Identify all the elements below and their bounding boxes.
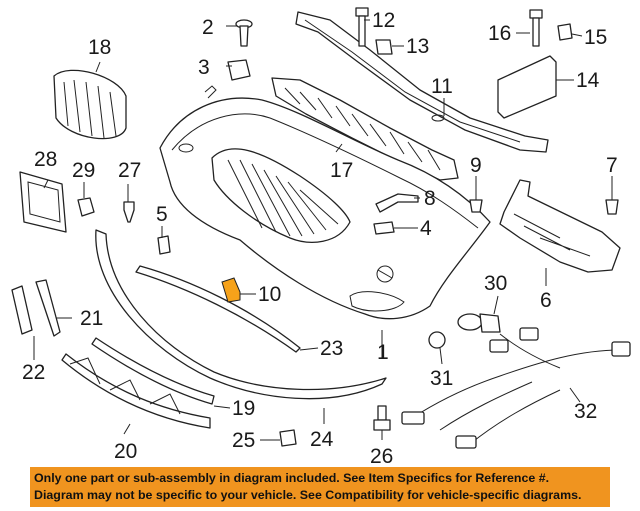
bracket-14: [497, 55, 557, 119]
clip-29: [77, 197, 95, 217]
bolt-16: [529, 9, 543, 47]
callout-19: 19: [232, 397, 255, 420]
reflector-21: [35, 279, 61, 337]
wiring-harness: [401, 327, 631, 449]
callout-12: 12: [372, 9, 395, 32]
callout-22: 22: [22, 361, 45, 384]
callout-3: 3: [198, 56, 210, 79]
nut-13: [375, 39, 393, 55]
leader-lines: [33, 19, 613, 441]
callout-21: 21: [80, 307, 103, 330]
callout-30: 30: [484, 272, 507, 295]
callout-9: 9: [470, 154, 482, 177]
callout-23: 23: [320, 337, 343, 360]
clip-10-highlighted: [221, 277, 241, 303]
park-sensor-30: [457, 313, 501, 333]
callout-32: 32: [574, 400, 597, 423]
nut-3: [227, 59, 251, 81]
callout-29: 29: [72, 159, 95, 182]
energy-absorber: [271, 77, 459, 181]
callout-18: 18: [88, 36, 111, 59]
park-sensor-31: [428, 331, 446, 349]
bracket-8: [375, 193, 419, 213]
push-pin-27: [123, 201, 135, 223]
callout-4: 4: [420, 217, 432, 240]
callout-25: 25: [232, 429, 255, 452]
kidney-grille: [53, 69, 127, 140]
bumper-exploded-view: 1 2 3 4 5 6 7 8 9 10 11 12 13 14 15 16 1…: [11, 7, 631, 468]
bracket-22: [11, 285, 33, 335]
callout-31: 31: [430, 367, 453, 390]
callout-13: 13: [406, 35, 429, 58]
callout-14: 14: [576, 69, 600, 92]
clip-15: [557, 23, 573, 41]
lower-valance: [95, 229, 387, 400]
callout-1: 1: [377, 341, 389, 364]
callout-24: 24: [310, 428, 334, 451]
bolt-9: [469, 199, 483, 213]
callout-28: 28: [34, 148, 57, 171]
bolt-7: [605, 199, 619, 215]
notice-line-1: Only one part or sub-assembly in diagram…: [34, 471, 550, 485]
callout-labels: 1 2 3 4 5 6 7 8 9 10 11 12 13 14 15 16 1…: [22, 9, 618, 468]
notice-banner: Only one part or sub-assembly in diagram…: [30, 467, 610, 507]
side-bracket: [499, 179, 621, 273]
callout-27: 27: [118, 159, 141, 182]
clip-25: [279, 429, 297, 447]
screw-2: [235, 19, 253, 47]
lower-grille-strip: [135, 265, 301, 353]
callout-5: 5: [156, 203, 168, 226]
callout-20: 20: [114, 440, 137, 463]
callout-2: 2: [202, 16, 214, 39]
callout-26: 26: [370, 445, 393, 468]
bracket-5: [157, 235, 171, 255]
callout-10: 10: [258, 283, 281, 306]
tow-hook-cover-4: [373, 221, 395, 235]
lower-grille: [61, 353, 211, 429]
reinforcement-bar: [295, 11, 549, 153]
callout-16: 16: [488, 22, 511, 45]
bumper-cover: [159, 85, 491, 320]
pin-26: [373, 405, 391, 431]
molding-19: [91, 337, 215, 405]
callout-15: 15: [584, 26, 607, 49]
callout-17: 17: [330, 159, 353, 182]
license-bracket: [19, 171, 67, 233]
bolt-12: [355, 7, 369, 47]
notice-line-2: Diagram may not be specific to your vehi…: [34, 488, 582, 502]
callout-8: 8: [424, 187, 436, 210]
callout-6: 6: [540, 289, 552, 312]
callout-7: 7: [606, 154, 618, 177]
callout-11: 11: [431, 75, 453, 98]
